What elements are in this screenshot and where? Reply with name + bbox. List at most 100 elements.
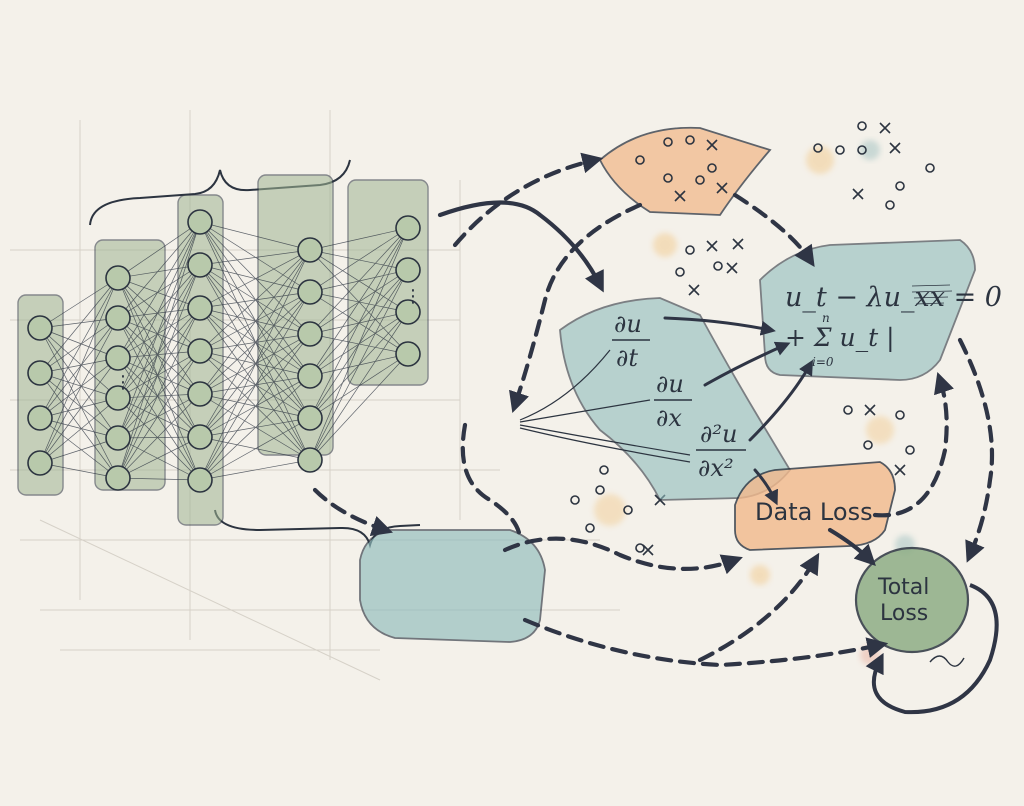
data-point-markers	[570, 121, 935, 556]
neuron-node	[297, 237, 323, 263]
du-dt-numerator: ∂u	[614, 310, 642, 338]
ellipsis-icon: ⋮	[404, 286, 422, 307]
circle-marker-icon	[707, 163, 717, 173]
derivatives-panel: ∂u ∂t ∂u ∂x ∂²u ∂x²	[519, 297, 792, 501]
arrow-dataloss-to-pde	[872, 372, 954, 518]
neuron-node	[27, 450, 53, 476]
neuron-node	[105, 345, 131, 371]
arrow-dataloss-to-totalloss	[827, 527, 876, 566]
neuron-node	[105, 465, 131, 491]
circle-marker-icon	[863, 440, 873, 450]
neuron-node	[297, 447, 323, 473]
cross-marker-icon	[716, 182, 728, 194]
neuron-node	[27, 315, 53, 341]
ellipsis-icon: ⋮	[114, 372, 132, 393]
arrow-center-to-lower-panel	[460, 422, 523, 543]
neuron-node	[395, 257, 421, 283]
neuron-node	[187, 467, 213, 493]
scribble-note-icon	[911, 284, 953, 305]
cross-marker-icon	[864, 404, 876, 416]
arrow-lower-panel-to-dataloss	[502, 536, 743, 575]
cross-marker-icon	[894, 464, 906, 476]
feedback-loop-arrow	[865, 583, 999, 715]
arrow-lower-panel-to-totalloss	[522, 617, 889, 668]
arrow-d2udx2-to-pde	[748, 359, 813, 442]
squiggle-icon	[929, 655, 965, 667]
arrow-pde-to-totalloss	[957, 337, 995, 563]
circle-marker-icon	[925, 163, 935, 173]
cross-marker-icon	[688, 284, 700, 296]
circle-marker-icon	[885, 200, 895, 210]
arrow-dudx-to-pde	[703, 341, 791, 387]
neuron-node	[187, 338, 213, 364]
circle-marker-icon	[599, 465, 609, 475]
neural-network: ⋮⋮	[17, 174, 429, 526]
circle-marker-icon	[685, 245, 695, 255]
arrow-network-to-lower-panel	[312, 487, 393, 536]
pde-sum-term: + Σ u_t |	[785, 323, 895, 353]
pde-sum-upper: n	[822, 311, 830, 325]
cross-marker-icon	[732, 238, 744, 250]
neuron-node	[297, 363, 323, 389]
neuron-node	[297, 405, 323, 431]
neuron-node	[395, 299, 421, 325]
neuron-node	[187, 381, 213, 407]
arrow-network-to-collocation	[452, 152, 604, 248]
neuron-node	[187, 209, 213, 235]
circle-marker-icon	[623, 505, 633, 515]
neuron-node	[187, 424, 213, 450]
neuron-node	[187, 252, 213, 278]
neuron-node	[395, 215, 421, 241]
circle-marker-icon	[857, 145, 867, 155]
collocation-points-panel	[598, 126, 772, 216]
arrow-dudt-to-pde	[663, 316, 776, 336]
circle-marker-icon	[635, 155, 645, 165]
cross-marker-icon	[642, 544, 654, 556]
neuron-node	[27, 360, 53, 386]
neuron-node	[395, 341, 421, 367]
circle-marker-icon	[895, 410, 905, 420]
watercolor-specks	[594, 140, 915, 665]
circle-marker-icon	[857, 121, 867, 131]
circle-marker-icon	[843, 405, 853, 415]
arrow-lower-to-dataloss-upper	[697, 552, 820, 663]
circle-marker-icon	[595, 485, 605, 495]
cross-marker-icon	[706, 139, 718, 151]
circle-marker-icon	[663, 173, 673, 183]
flow-arrows	[312, 152, 995, 668]
circle-marker-icon	[663, 137, 673, 147]
total-loss-line2: Loss	[880, 601, 928, 626]
circle-marker-icon	[685, 135, 695, 145]
circle-marker-icon	[585, 523, 595, 533]
neuron-node	[297, 279, 323, 305]
pde-equation-panel: u_t − λu_xx = 0 + Σ u_t | n i=0	[759, 239, 1002, 381]
total-loss-line1: Total	[877, 575, 929, 600]
pde-equation: u_t − λu_xx = 0	[785, 282, 1002, 313]
circle-marker-icon	[905, 445, 915, 455]
circle-marker-icon	[895, 181, 905, 191]
circle-marker-icon	[713, 261, 723, 271]
neuron-node	[187, 295, 213, 321]
arrow-collocation-to-pde	[732, 192, 815, 267]
cross-marker-icon	[879, 122, 891, 134]
cross-marker-icon	[889, 142, 901, 154]
arrow-derivatives-to-dataloss	[753, 468, 778, 506]
circle-marker-icon	[570, 495, 580, 505]
circle-marker-icon	[835, 145, 845, 155]
data-loss-label: Data Loss	[755, 498, 873, 526]
neuron-node	[105, 425, 131, 451]
cross-marker-icon	[852, 188, 864, 200]
d2u-dx2-denominator: ∂x²	[698, 454, 734, 482]
network-connections	[39, 221, 409, 481]
neuron-node	[105, 385, 131, 411]
arrow-collocation-to-derivatives	[509, 202, 643, 413]
data-loss-box: Data Loss	[734, 461, 896, 551]
neuron-node	[105, 305, 131, 331]
cross-marker-icon	[674, 190, 686, 202]
d2u-dx2-numerator: ∂²u	[700, 420, 738, 448]
arrow-network-to-derivatives	[437, 200, 604, 293]
neuron-node	[105, 265, 131, 291]
circle-marker-icon	[695, 175, 705, 185]
cross-marker-icon	[706, 240, 718, 252]
